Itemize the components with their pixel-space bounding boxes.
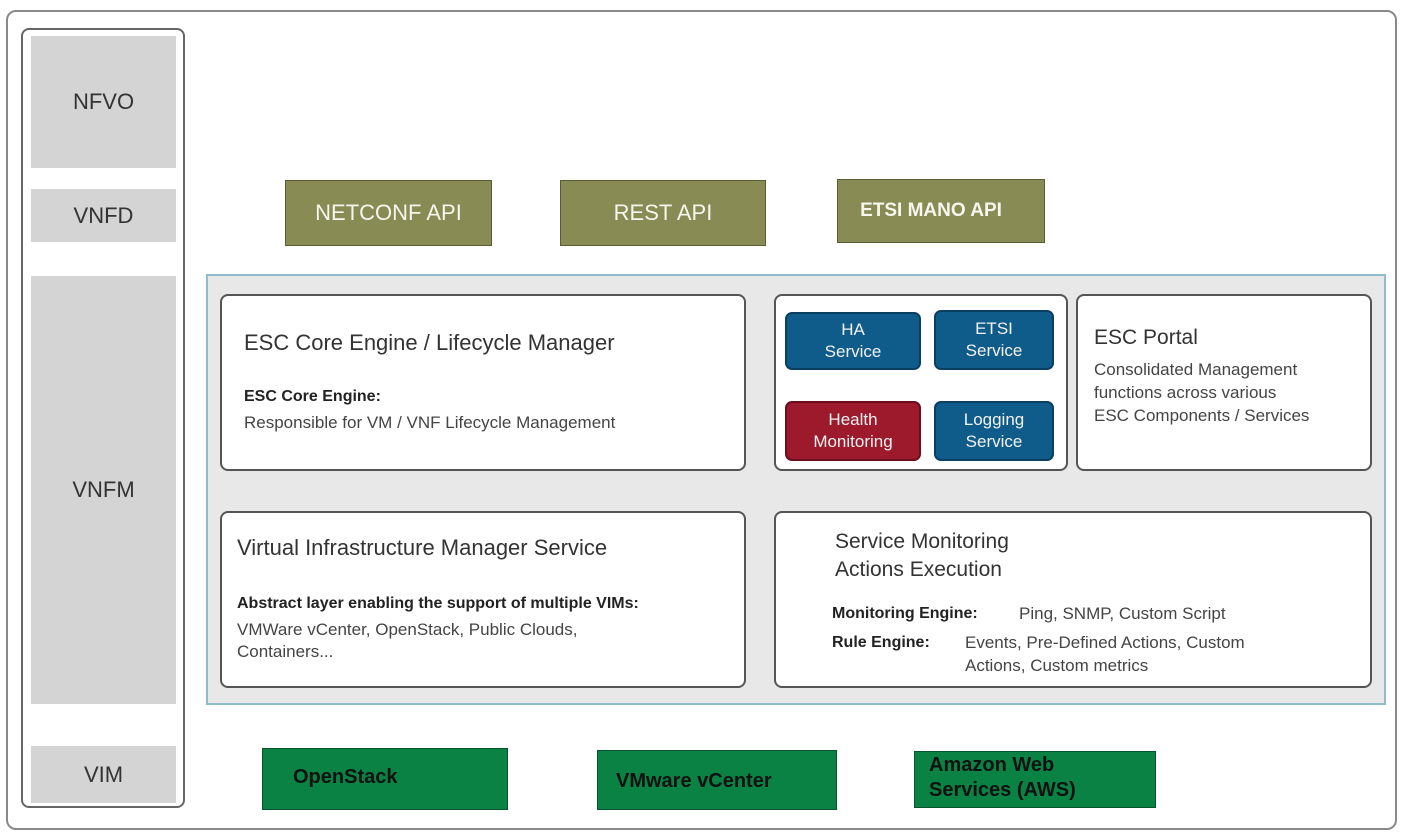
logging-service-line-2: Service [965, 432, 1023, 451]
ha-service-box: HA Service [785, 312, 921, 370]
vim-service-line-1: VMWare vCenter, OpenStack, Public Clouds… [237, 620, 578, 639]
ha-service-line-1: HA [841, 320, 865, 339]
core-engine-panel: ESC Core Engine / Lifecycle Manager ESC … [220, 294, 746, 471]
health-monitoring-line-2: Monitoring [813, 432, 893, 451]
etsi-mano-api-box: ETSI MANO API [837, 179, 1045, 243]
rule-engine-line-2: Actions, Custom metrics [965, 656, 1149, 675]
vim-service-line-2: Containers... [237, 642, 334, 661]
monitoring-title-line-2: Actions Execution [835, 558, 1002, 581]
openstack-label: OpenStack [293, 766, 398, 788]
netconf-api-box: NETCONF API [285, 180, 492, 246]
esc-portal-line-3: ESC Components / Services [1094, 406, 1310, 425]
service-monitoring-panel: Service Monitoring Actions Execution Mon… [774, 511, 1372, 688]
health-monitoring-box: Health Monitoring [785, 401, 921, 461]
monitoring-engine-value: Ping, SNMP, Custom Script [1019, 604, 1226, 623]
layer-vnfd: VNFD [31, 189, 176, 242]
rest-api-label: REST API [613, 200, 713, 225]
vmware-vcenter-label: VMware vCenter [616, 770, 772, 792]
esc-portal-line-1: Consolidated Management [1094, 360, 1298, 379]
layer-nfvo: NFVO [31, 36, 176, 168]
logging-service-line-1: Logging [963, 410, 1025, 429]
layer-vnfd-label: VNFD [73, 202, 134, 228]
etsi-service-line-1: ETSI [975, 319, 1013, 338]
aws-box: Amazon Web Services (AWS) [914, 751, 1156, 808]
netconf-api-label: NETCONF API [315, 200, 462, 225]
vim-service-bold-label: Abstract layer enabling the support of m… [237, 595, 639, 612]
aws-label-line-1: Amazon Web [929, 754, 1055, 776]
etsi-service-line-2: Service [965, 341, 1023, 360]
layer-nfvo-label: NFVO [72, 89, 135, 114]
layer-vnfm-label: VNFM [72, 477, 135, 502]
health-monitoring-line-1: Health [828, 410, 878, 429]
rule-engine-line-1: Events, Pre-Defined Actions, Custom [965, 633, 1245, 652]
vim-service-panel: Virtual Infrastructure Manager Service A… [220, 511, 746, 688]
vim-service-title: Virtual Infrastructure Manager Service [237, 535, 608, 560]
esc-portal-line-2: functions across various [1094, 383, 1277, 402]
etsi-service-box: ETSI Service [934, 310, 1054, 370]
rest-api-box: REST API [560, 180, 766, 246]
core-engine-description: Responsible for VM / VNF Lifecycle Manag… [244, 413, 616, 432]
etsi-mano-api-label: ETSI MANO API [860, 200, 1002, 221]
vmware-vcenter-box: VMware vCenter [597, 750, 837, 810]
monitoring-title-line-1: Service Monitoring [835, 530, 1009, 553]
layer-vnfm: VNFM [31, 276, 176, 704]
monitoring-engine-label: Monitoring Engine: [832, 605, 978, 622]
core-engine-title: ESC Core Engine / Lifecycle Manager [244, 330, 615, 355]
rule-engine-label: Rule Engine: [832, 634, 930, 651]
layer-vim-label: VIM [83, 761, 124, 787]
logging-service-box: Logging Service [934, 401, 1054, 461]
core-engine-bold-label: ESC Core Engine: [244, 388, 381, 405]
ha-service-line-2: Service [824, 342, 882, 361]
aws-label-line-2: Services (AWS) [929, 779, 1076, 801]
layer-vim: VIM [31, 746, 176, 803]
openstack-box: OpenStack [262, 748, 508, 810]
esc-portal-panel: ESC Portal Consolidated Management funct… [1076, 294, 1372, 471]
esc-portal-title: ESC Portal [1094, 326, 1198, 349]
